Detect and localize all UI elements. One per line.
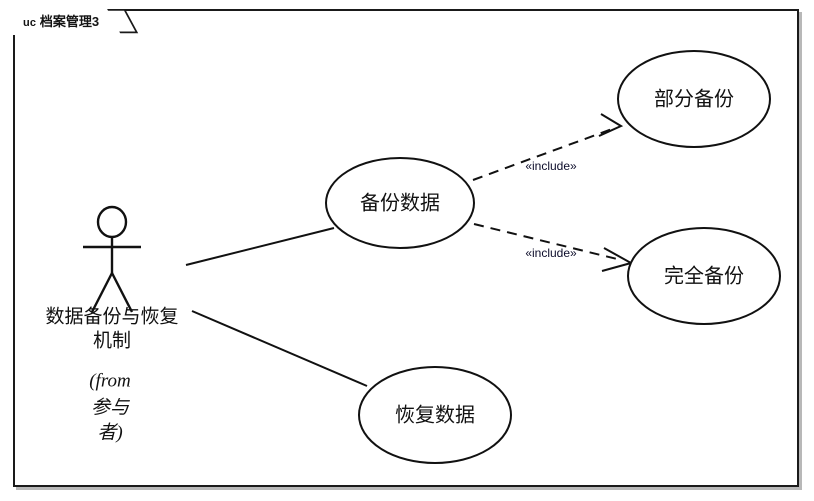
use-case-partial-backup[interactable]: 部分备份 xyxy=(617,50,771,148)
actor-head-icon xyxy=(96,205,128,239)
use-case-label: 备份数据 xyxy=(360,192,440,215)
actor-from-line1: (from xyxy=(89,370,131,391)
use-case-ellipse xyxy=(325,157,475,249)
actor-leg-left xyxy=(90,272,114,313)
use-case-label: 完全备份 xyxy=(664,265,744,288)
actor-label-line2: 机制 xyxy=(93,329,131,351)
actor-data-backup-restore[interactable]: 数据备份与恢复 机制 (from 参与 者) xyxy=(45,205,179,443)
frame-title-prefix: uc xyxy=(23,17,37,29)
frame-title-name: 档案管理3 xyxy=(39,14,100,29)
actor-leg-right xyxy=(110,272,134,313)
include-label-backup-to-full: «include» xyxy=(525,246,577,260)
use-case-label: 恢复数据 xyxy=(395,404,475,427)
use-case-backup-data[interactable]: 备份数据 xyxy=(325,157,475,249)
actor-from-line2: 参与 xyxy=(91,396,130,418)
use-case-label: 部分备份 xyxy=(654,88,734,111)
frame-title-text: uc 档案管理3 xyxy=(23,15,99,29)
use-case-ellipse xyxy=(358,366,512,464)
use-case-ellipse xyxy=(617,50,771,148)
frame-title: uc 档案管理3 xyxy=(13,9,121,35)
actor-from-line3: 者) xyxy=(97,422,122,443)
use-case-full-backup[interactable]: 完全备份 xyxy=(627,227,781,325)
arrow-head-backup-to-full xyxy=(601,247,634,272)
association-actor-to-backup-data[interactable] xyxy=(185,227,335,266)
include-line-backup-to-partial[interactable] xyxy=(472,128,613,181)
arrow-head-backup-to-partial xyxy=(598,113,624,137)
include-label-backup-to-partial: «include» xyxy=(525,159,577,173)
include-line-backup-to-full[interactable] xyxy=(473,223,618,260)
actor-label-line1: 数据备份与恢复 xyxy=(45,305,178,327)
association-actor-to-restore-data[interactable] xyxy=(191,310,368,387)
use-case-ellipse xyxy=(627,227,781,325)
use-case-restore-data[interactable]: 恢复数据 xyxy=(358,366,512,464)
